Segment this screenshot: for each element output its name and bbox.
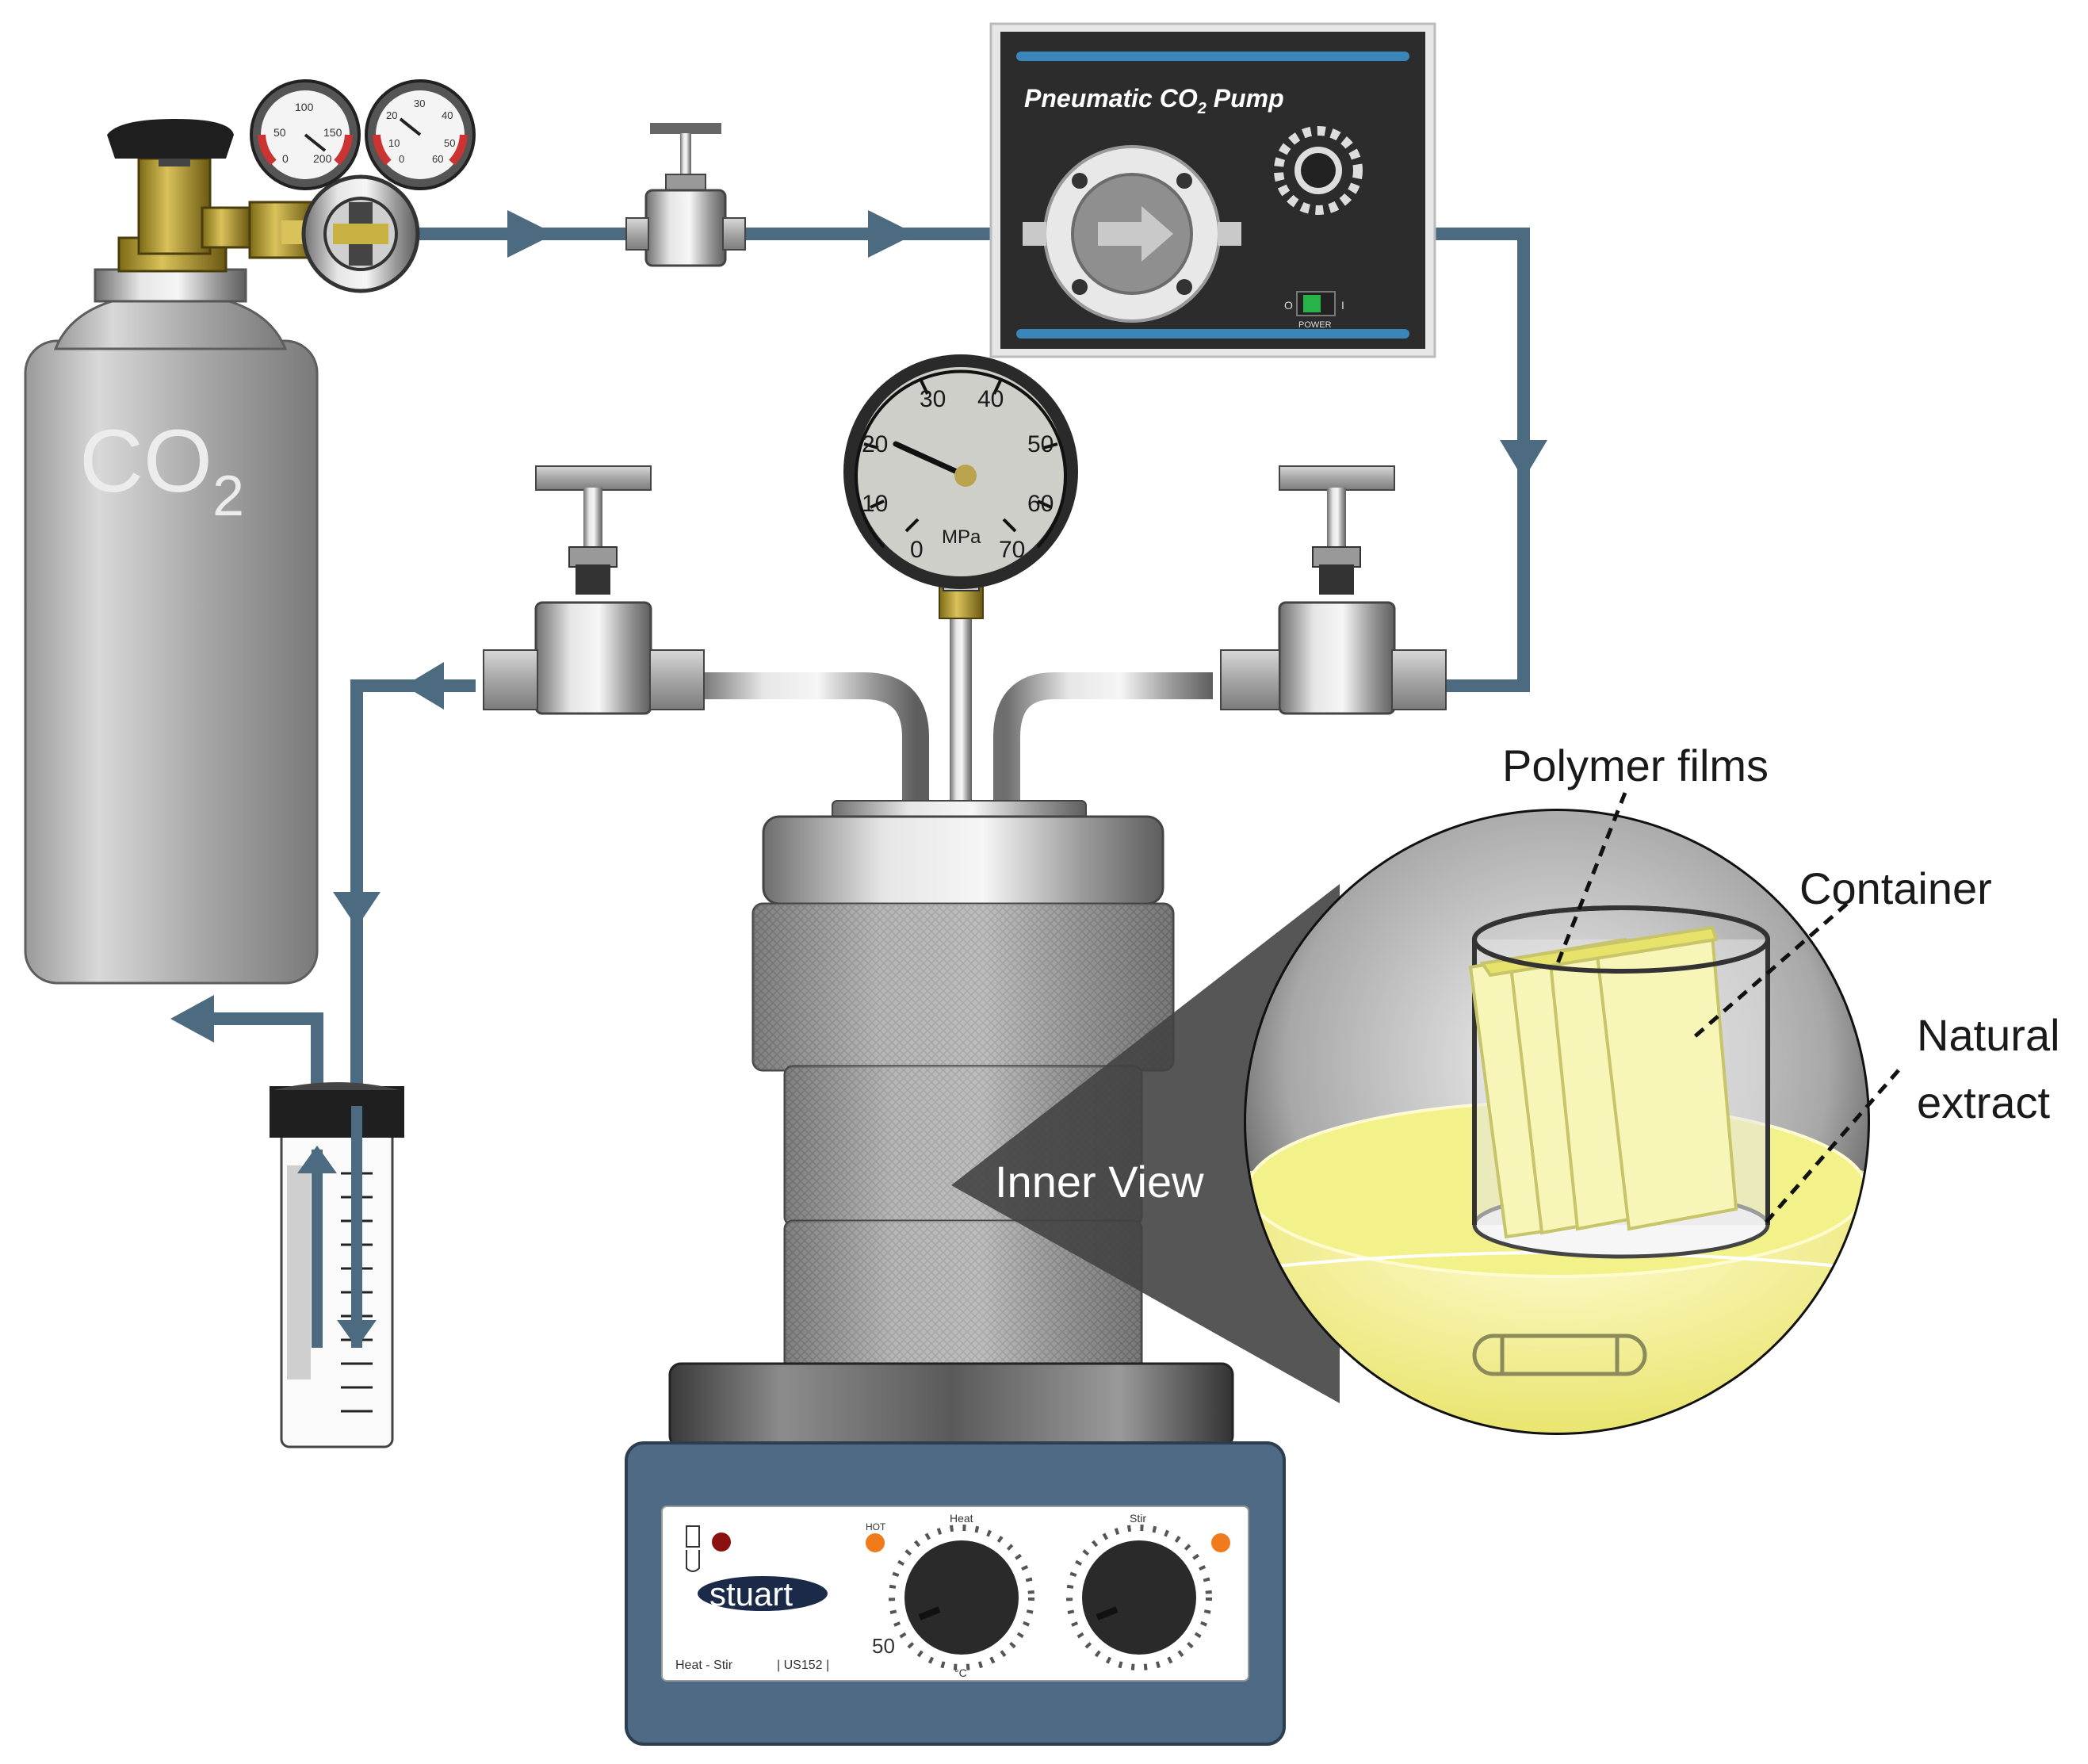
svg-text:60: 60 bbox=[432, 153, 443, 165]
cylinder-valve[interactable] bbox=[107, 119, 315, 259]
svg-text:70: 70 bbox=[999, 537, 1025, 563]
natural-extract-label-line2: extract bbox=[1917, 1077, 2050, 1127]
svg-text:20: 20 bbox=[386, 109, 397, 121]
container-leader bbox=[1691, 902, 1849, 1040]
hotplate-stirrer: stuart Heat - Stir | US152 | HOT Heat St… bbox=[625, 1362, 1286, 1746]
svg-text:POWER: POWER bbox=[1298, 320, 1332, 330]
pneumatic-co2-pump: Pneumatic CO2 Pump O I POWER bbox=[989, 22, 1436, 358]
pressure-gauge-ticks bbox=[863, 380, 1058, 533]
svg-text:50: 50 bbox=[273, 126, 286, 139]
svg-text:O: O bbox=[1284, 299, 1293, 312]
polymer-films bbox=[1468, 925, 1738, 1239]
svg-text:20: 20 bbox=[862, 431, 888, 457]
probe-indicator-light bbox=[712, 1532, 731, 1552]
line-vessel-to-vial bbox=[350, 679, 476, 1086]
annotation-leaders bbox=[1555, 792, 1900, 1226]
svg-text:60: 60 bbox=[1027, 491, 1054, 517]
heat-knob[interactable] bbox=[889, 1525, 1034, 1670]
needle-valve-right[interactable] bbox=[1220, 465, 1447, 715]
flow-arrow-2 bbox=[868, 210, 916, 258]
inner-view-label: Inner View bbox=[995, 1157, 1204, 1207]
cylinder-label: CO2 bbox=[79, 411, 244, 528]
heat-dial-mark: 50 bbox=[872, 1634, 895, 1658]
svg-text:150: 150 bbox=[323, 126, 342, 139]
polymer-films-leader bbox=[1555, 792, 1627, 964]
svg-text:10: 10 bbox=[388, 137, 400, 149]
svg-text:40: 40 bbox=[442, 109, 453, 121]
flow-arrow-6 bbox=[333, 892, 381, 928]
flow-arrow-7 bbox=[170, 995, 214, 1043]
pressure-regulator[interactable] bbox=[301, 174, 420, 293]
regulator-gauge-right: 20 30 40 10 50 0 60 bbox=[365, 79, 476, 190]
inner-view-callout: Inner View bbox=[951, 884, 1340, 1403]
hot-label: HOT bbox=[866, 1521, 886, 1532]
svg-text:100: 100 bbox=[295, 101, 314, 113]
collection-vial bbox=[270, 1082, 404, 1448]
needle-valve-left[interactable] bbox=[483, 465, 705, 715]
probe-icon bbox=[686, 1525, 700, 1572]
natural-extract-leader bbox=[1762, 1069, 1900, 1226]
heat-label: Heat bbox=[950, 1512, 973, 1525]
svg-text:I: I bbox=[1341, 299, 1344, 312]
stir-label: Stir bbox=[1130, 1512, 1146, 1525]
flow-arrows bbox=[170, 210, 1547, 1043]
pressure-gauge-needle bbox=[893, 441, 969, 479]
flow-direction-arrow-icon bbox=[1098, 206, 1173, 262]
co2-cylinder: CO2 bbox=[24, 236, 319, 985]
stir-knob[interactable] bbox=[1066, 1525, 1212, 1670]
model-label-left: Heat - Stir bbox=[675, 1659, 733, 1672]
temperature-unit: °C bbox=[954, 1666, 967, 1679]
flow-arrow-5 bbox=[404, 662, 444, 710]
gauge-stem bbox=[950, 603, 972, 825]
stuart-logo: stuart bbox=[698, 1575, 828, 1613]
svg-text:0: 0 bbox=[399, 153, 404, 165]
stir-bar-icon bbox=[1472, 1334, 1647, 1376]
svg-text:MPa: MPa bbox=[942, 526, 981, 548]
pressure-gauge: 0 10 20 30 40 50 60 70 MPa bbox=[843, 354, 1078, 619]
model-label-right: | US152 | bbox=[777, 1659, 829, 1672]
svg-text:50: 50 bbox=[444, 137, 455, 149]
svg-text:0: 0 bbox=[282, 152, 289, 165]
handwheel-icon bbox=[107, 119, 234, 159]
flow-arrow-4 bbox=[1500, 440, 1547, 480]
svg-text:50: 50 bbox=[1027, 431, 1054, 457]
natural-extract-label-line1: Natural bbox=[1917, 1010, 2060, 1060]
svg-text:stuart: stuart bbox=[709, 1575, 793, 1613]
shutoff-valve[interactable] bbox=[625, 123, 746, 267]
container-label: Container bbox=[1799, 863, 1992, 913]
svg-text:200: 200 bbox=[313, 152, 332, 165]
pump-title: Pneumatic CO2 Pump bbox=[1024, 84, 1284, 117]
svg-text:10: 10 bbox=[862, 491, 888, 517]
svg-text:30: 30 bbox=[920, 386, 946, 412]
regulator-gauge-left: 100 50 150 0 200 bbox=[250, 79, 361, 190]
hot-indicator-light bbox=[866, 1533, 885, 1552]
stir-indicator-light bbox=[1211, 1533, 1230, 1552]
svg-text:0: 0 bbox=[910, 537, 924, 563]
svg-text:30: 30 bbox=[414, 98, 425, 109]
polymer-films-label: Polymer films bbox=[1502, 740, 1769, 790]
vessel-tubing bbox=[698, 672, 1213, 817]
svg-text:40: 40 bbox=[977, 386, 1004, 412]
line-vial-exhaust bbox=[182, 1012, 323, 1086]
flow-arrow-1 bbox=[507, 210, 555, 258]
inner-view-circle bbox=[1244, 809, 1870, 1435]
pump-head bbox=[1023, 145, 1241, 323]
pump-speed-dial[interactable] bbox=[1274, 126, 1363, 215]
pump-power-switch[interactable]: O I POWER bbox=[1284, 291, 1344, 330]
